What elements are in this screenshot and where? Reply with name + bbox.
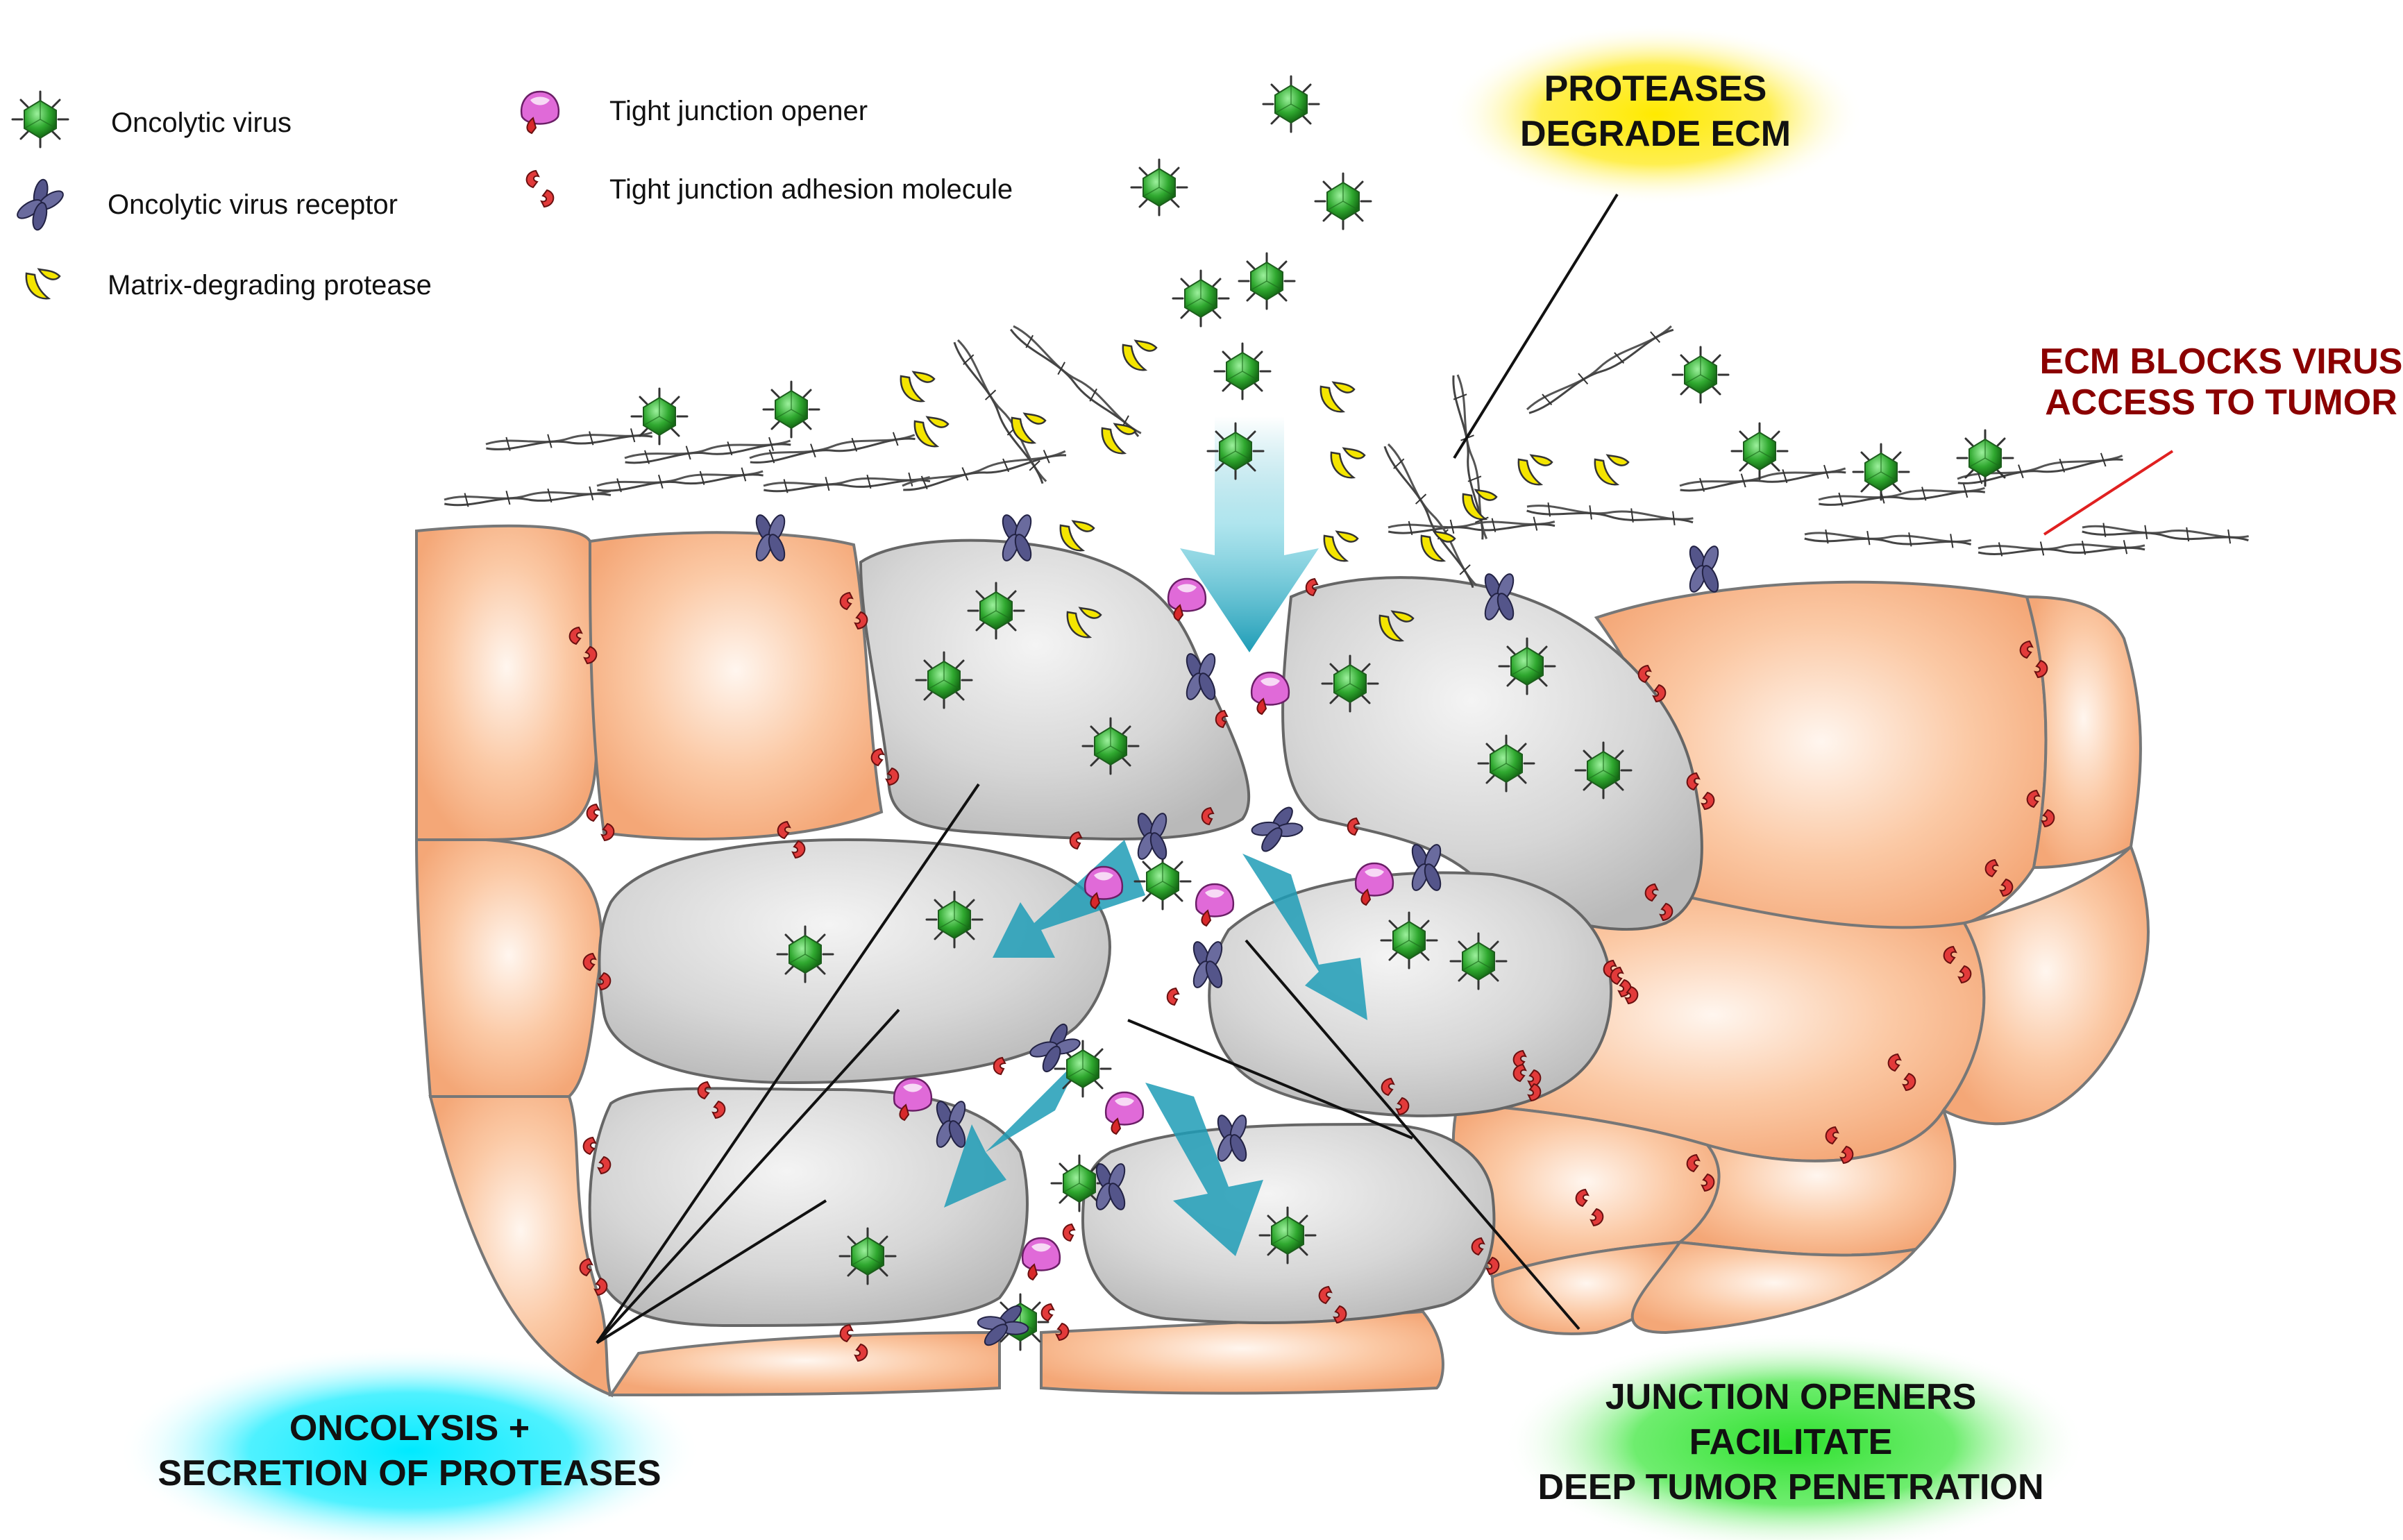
legend-protease-label: Matrix-degrading protease (108, 270, 432, 301)
junction-title-line3: DEEP TUMOR PENETRATION (1537, 1467, 2043, 1507)
ecm-title-line2: ACCESS TO TUMOR (2045, 382, 2397, 423)
penetration-arrows (944, 416, 1367, 1256)
oncolysis-title-line1: ONCOLYSIS + (289, 1408, 530, 1448)
ecm-title-line1: ECM BLOCKS VIRUS (2040, 341, 2403, 382)
legend-virus-receptor-label: Oncolytic virus receptor (108, 189, 398, 220)
junction-title-line1: JUNCTION OPENERS (1605, 1377, 1977, 1417)
proteases-title-line2: DEGRADE ECM (1520, 114, 1791, 154)
legend-adhesion-molecule-label: Tight junction adhesion molecule (609, 174, 1013, 205)
virus-receptor-icon (11, 174, 69, 236)
legend: Oncolytic virus Oncolytic virus receptor… (11, 90, 1013, 301)
infected-cells (588, 539, 1703, 1328)
legend-oncolytic-virus-label: Oncolytic virus (111, 108, 292, 138)
adhesion-molecule-icon (525, 170, 555, 208)
proteases-glow (1447, 24, 1864, 205)
oncolysis-glow (118, 1346, 701, 1540)
pointer-lines (596, 193, 2174, 1344)
callout-oncolysis: ONCOLYSIS + SECRETION OF PROTEASES (158, 1408, 661, 1494)
oncolysis-title-line2: SECRETION OF PROTEASES (158, 1453, 661, 1494)
junction-opener-icon (520, 90, 560, 135)
protease-icon (25, 268, 61, 300)
proteases-title-line1: PROTEASES (1544, 69, 1767, 109)
callout-junction-openers: JUNCTION OPENERS FACILITATE DEEP TUMOR P… (1537, 1377, 2043, 1507)
callout-proteases: PROTEASES DEGRADE ECM (1520, 69, 1791, 154)
junction-glow (1503, 1332, 2086, 1540)
legend-junction-opener-label: Tight junction opener (609, 96, 868, 126)
oncolytic-virus-icon (11, 90, 69, 149)
tumor-tissue (414, 524, 2150, 1398)
junction-title-line2: FACILITATE (1689, 1422, 1893, 1462)
callout-ecm: ECM BLOCKS VIRUS ACCESS TO TUMOR (2040, 341, 2403, 423)
